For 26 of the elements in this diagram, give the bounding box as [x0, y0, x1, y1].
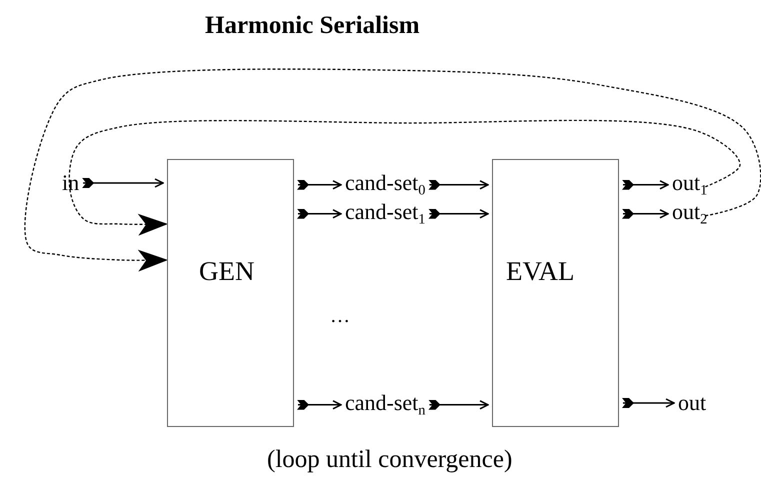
flow-label: cand-set$_{n}$	[345, 392, 426, 418]
process-box	[167, 159, 294, 427]
fletched-arrow	[297, 180, 342, 190]
box-label: EVAL	[506, 258, 575, 285]
fletched-arrow	[622, 398, 675, 408]
fletched-arrow	[297, 400, 342, 410]
fletched-arrow	[622, 208, 669, 219]
flow-label: out$_{2}$	[672, 201, 708, 227]
flow-label: in	[62, 172, 80, 194]
process-box	[492, 159, 619, 427]
dashed-feedback-arrow	[68, 120, 741, 236]
ellipsis-label: …	[330, 305, 350, 328]
title: Harmonic Serialism	[205, 12, 420, 40]
dashed-feedback-arrow	[24, 68, 761, 272]
flow-label: out	[678, 392, 706, 414]
fletched-arrow	[297, 208, 342, 219]
fletched-arrow	[428, 208, 489, 219]
fletched-arrow	[622, 180, 669, 190]
box-label: GEN	[199, 258, 254, 285]
fletched-arrow	[82, 178, 164, 188]
caption: (loop until convergence)	[267, 446, 512, 474]
fletched-arrow	[428, 180, 489, 190]
fletched-arrow	[428, 400, 489, 410]
flow-label: cand-set$_{0}$	[345, 172, 426, 198]
flow-label: cand-set$_{1}$	[345, 201, 426, 227]
flow-label: out$_{1}$	[672, 172, 708, 198]
